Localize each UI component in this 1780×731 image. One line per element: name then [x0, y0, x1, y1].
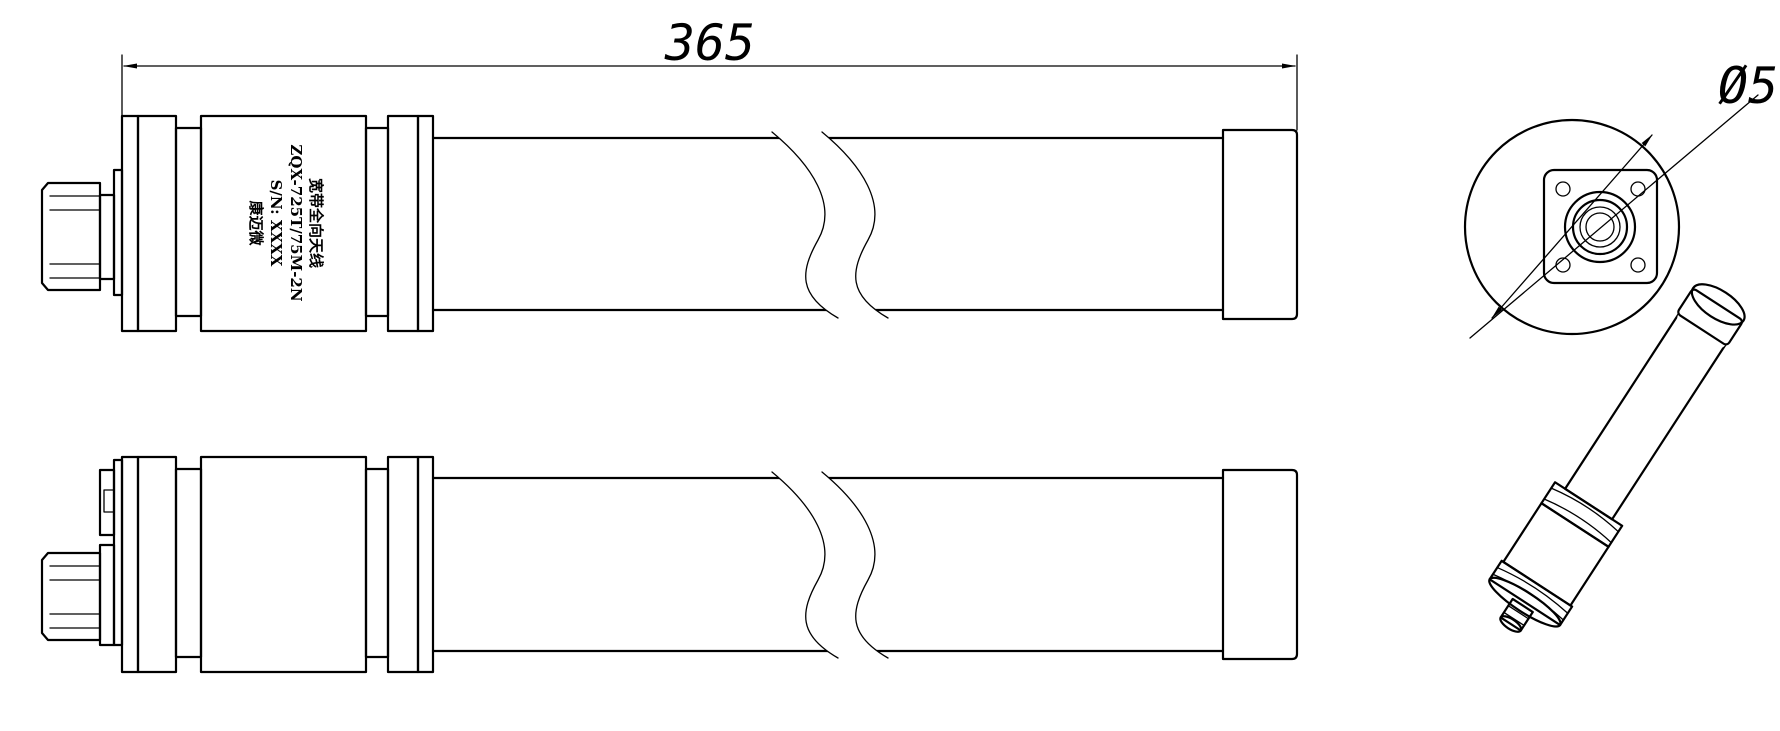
n-connector-top	[40, 168, 124, 297]
end-view: Ø50	[1463, 57, 1780, 339]
svg-text:Ø50: Ø50	[1718, 57, 1780, 115]
n-connector-bottom	[40, 458, 124, 647]
label-line-2: ZQX-725T/75M-2N	[287, 144, 305, 301]
label-line-4: 康迈微	[247, 200, 265, 246]
diameter-symbol: Ø	[1718, 57, 1748, 115]
label-line-3: S/N: XXXX	[267, 180, 285, 267]
diameter-value: 50	[1748, 57, 1780, 115]
isometric-view	[1488, 283, 1746, 633]
length-value: 365	[664, 14, 755, 72]
product-label: 宽带全向天线 ZQX-725T/75M-2N S/N: XXXX 康迈微	[247, 144, 325, 301]
label-line-1: 宽带全向天线	[307, 177, 325, 268]
side-view-top: 宽带全向天线 ZQX-725T/75M-2N S/N: XXXX 康迈微	[40, 114, 1299, 333]
length-dimension: 365	[121, 14, 1298, 131]
side-view-bottom	[40, 455, 1299, 674]
diameter-dimension: Ø50	[1469, 57, 1780, 339]
